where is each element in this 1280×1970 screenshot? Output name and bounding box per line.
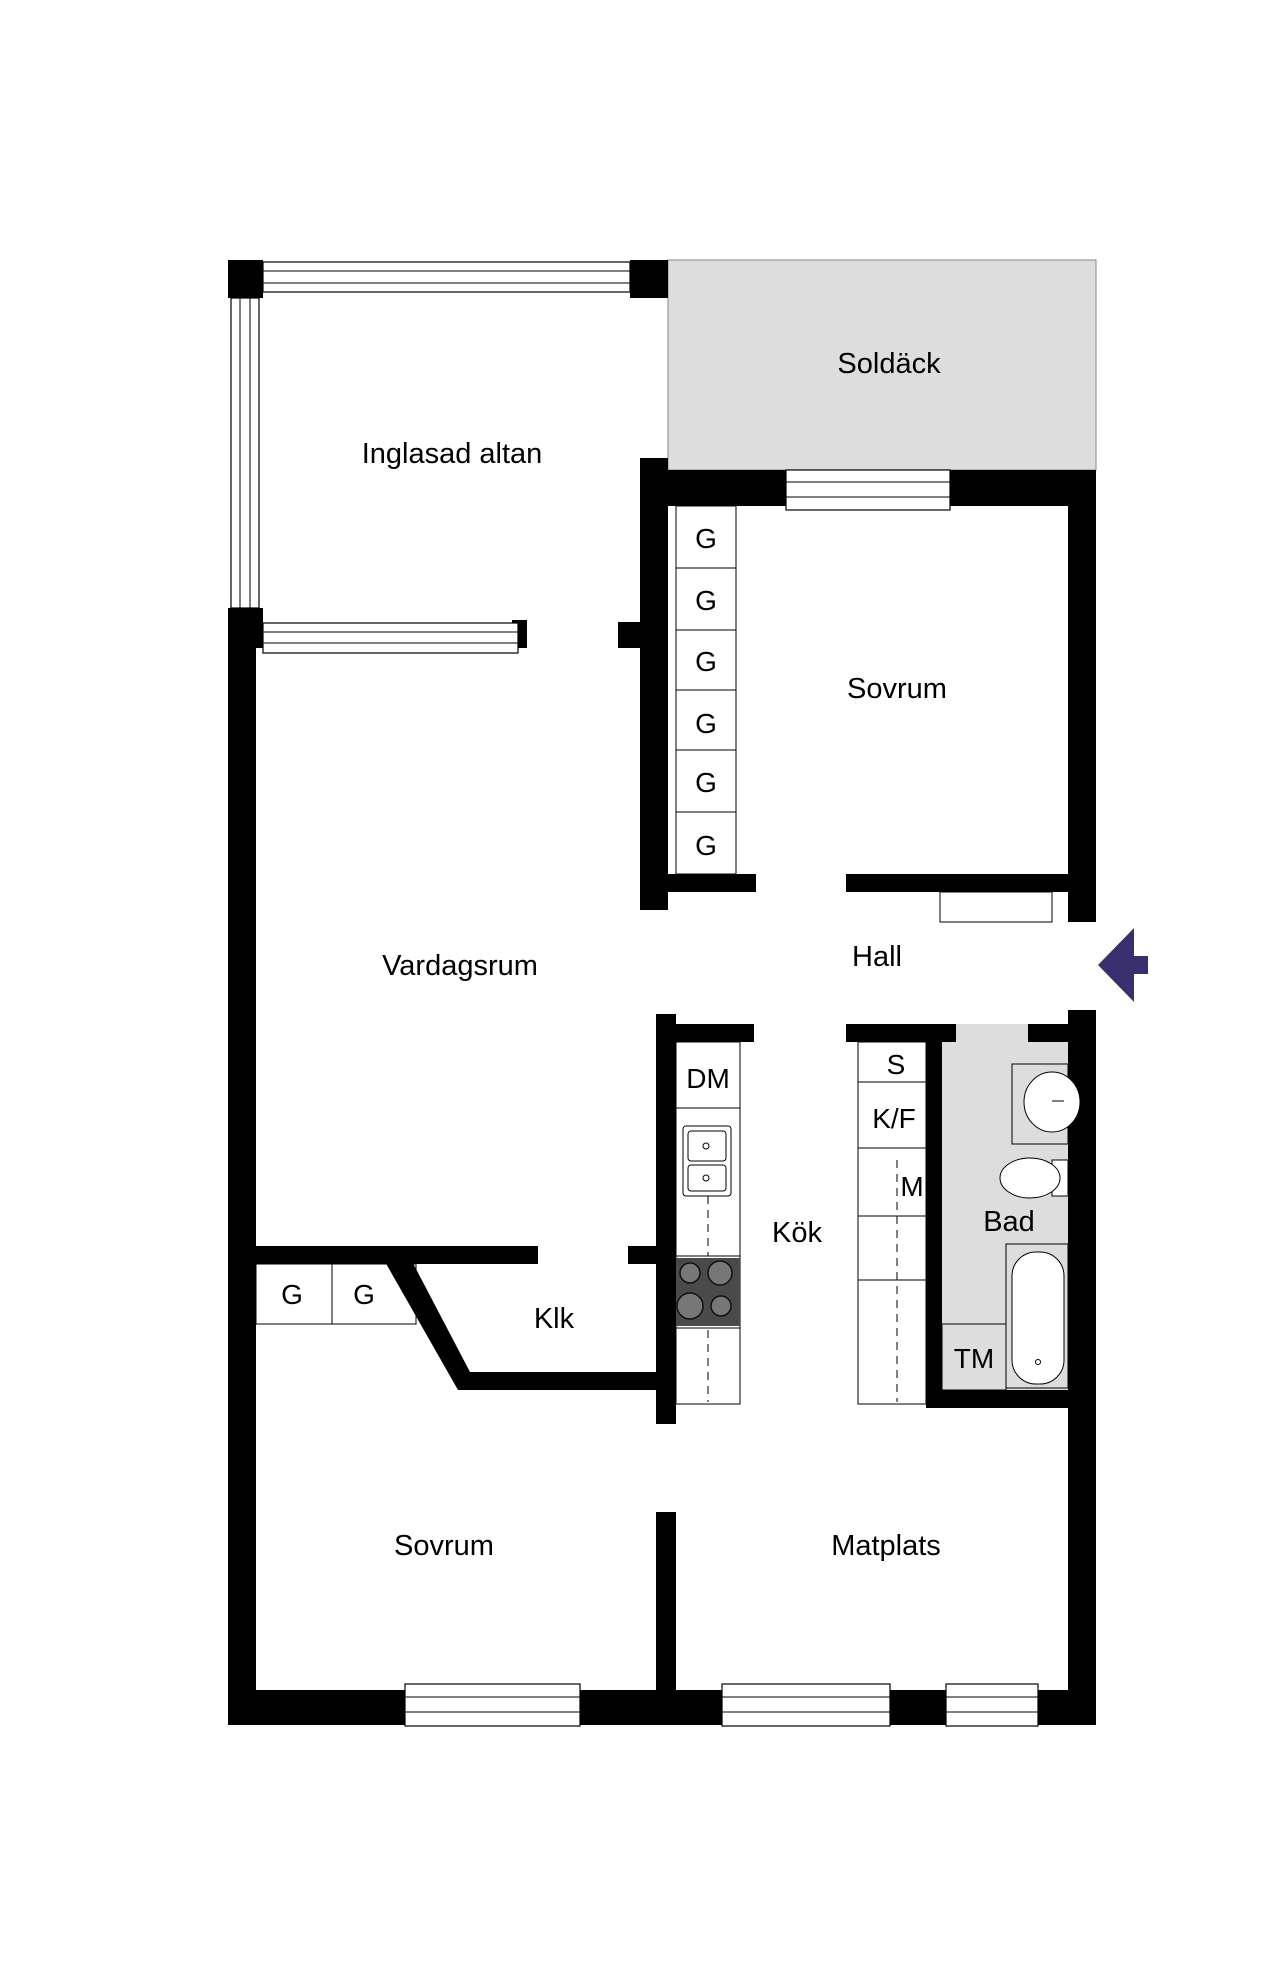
room-label-klk: Klk — [534, 1303, 575, 1335]
wardrobe-row: G G — [255, 1263, 417, 1325]
room-label-sovrum-upper: Sovrum — [847, 673, 947, 705]
walls — [228, 260, 1096, 1725]
washbasin-icon — [1011, 1063, 1081, 1145]
wardrobe-label: G — [695, 585, 717, 616]
room-label-bad: Bad — [983, 1206, 1035, 1238]
sun-deck-area — [667, 259, 1097, 471]
hall-bath-threshold — [956, 1024, 1028, 1032]
hall-shelf — [939, 891, 1053, 923]
wardrobe-label: G — [695, 523, 717, 554]
wardrobe-label: G — [695, 646, 717, 677]
kitchen-counter-right: S K/F M — [857, 1041, 927, 1405]
stove-label: S — [887, 1049, 906, 1080]
wardrobe-label: G — [353, 1279, 375, 1310]
dryer-label: TM — [954, 1343, 994, 1374]
wardrobe-label: G — [695, 708, 717, 739]
microwave-label: M — [900, 1171, 923, 1202]
room-label-inglasad-altan: Inglasad altan — [362, 438, 543, 470]
room-label-soldack: Soldäck — [837, 348, 941, 380]
sink-icon — [682, 1125, 732, 1197]
kitchen-counter-left: DM — [675, 1041, 741, 1405]
room-label-kok: Kök — [772, 1217, 822, 1249]
bathroom-fixtures: TM — [941, 1063, 1081, 1391]
fridge-freezer-label: K/F — [872, 1103, 916, 1134]
dishwasher-label: DM — [686, 1063, 730, 1094]
toilet-icon — [999, 1157, 1069, 1199]
windows — [230, 261, 1039, 1727]
dryer-box — [941, 1323, 1007, 1391]
room-labels: Soldäck Inglasad altan Sovrum Vardagsrum… — [362, 348, 1035, 1562]
room-label-hall: Hall — [852, 941, 902, 973]
entrance-arrow-icon — [1098, 928, 1148, 1002]
wardrobe-label: G — [281, 1279, 303, 1310]
room-label-sovrum-lower: Sovrum — [394, 1530, 494, 1562]
wardrobe-label: G — [695, 830, 717, 861]
room-label-matplats: Matplats — [831, 1530, 941, 1562]
wardrobe-column: G G G G G G — [675, 505, 737, 875]
bathtub-icon — [1005, 1243, 1069, 1389]
cooktop-icon — [676, 1258, 740, 1326]
wardrobe-label: G — [695, 767, 717, 798]
room-label-vardagsrum: Vardagsrum — [382, 950, 538, 982]
